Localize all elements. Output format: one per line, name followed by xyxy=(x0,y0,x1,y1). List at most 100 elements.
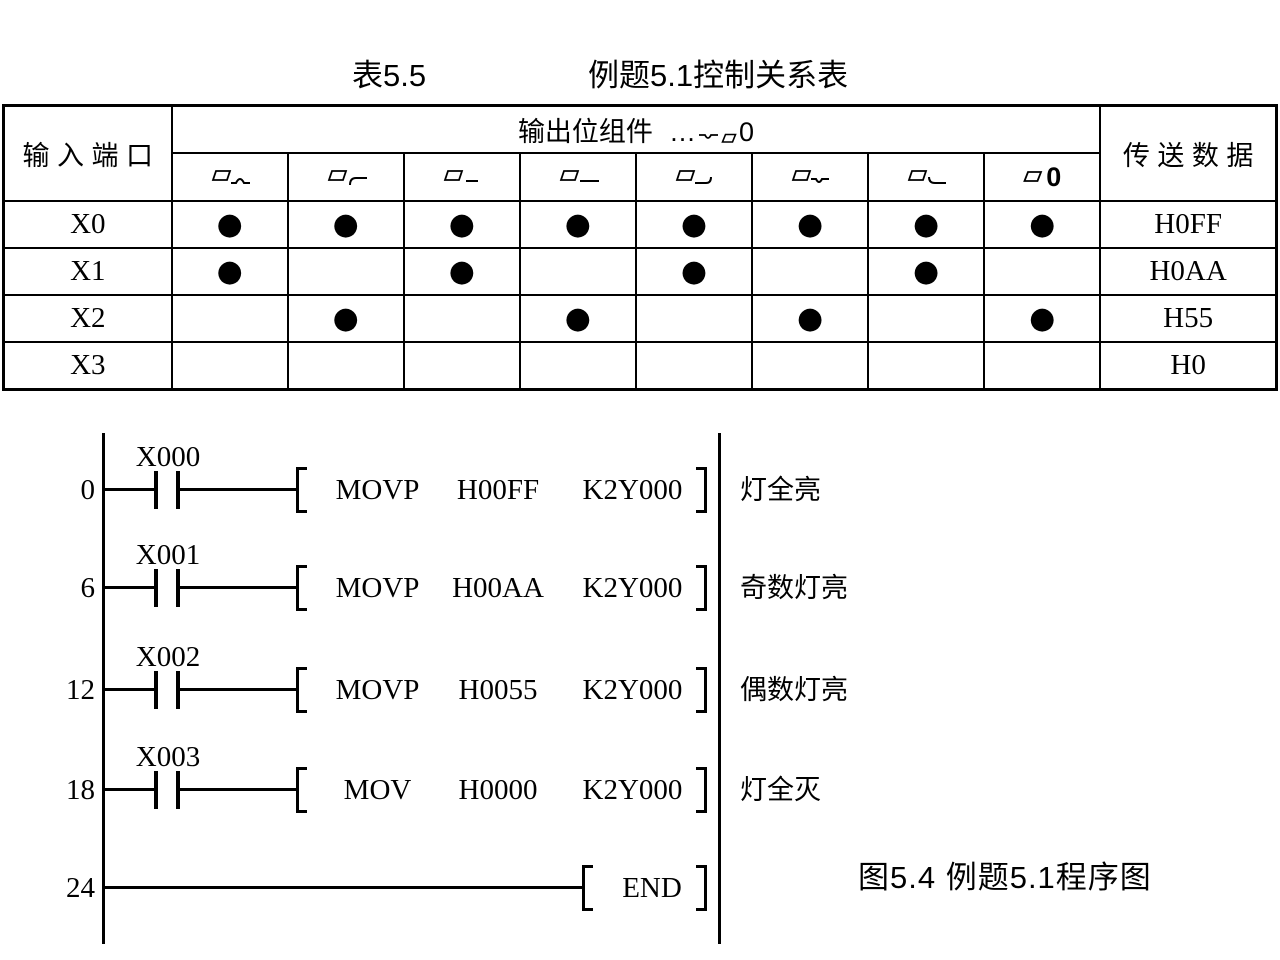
dot-cell xyxy=(751,247,870,296)
instruction-operand1: H00AA xyxy=(452,572,544,604)
dot-cell: ● xyxy=(634,200,754,249)
contact-label: X003 xyxy=(135,741,201,773)
contact-bar xyxy=(154,569,158,607)
table-row-x0: X0 ● ● ● ● ● ● ● ● H0FF xyxy=(2,200,1278,249)
step-number: 6 xyxy=(80,572,96,604)
table-row-x2: X2 ● ● ● ● H55 xyxy=(2,294,1278,343)
step-number: 0 xyxy=(80,474,96,506)
instruction-operand1: H00FF xyxy=(456,474,540,506)
contact-bar xyxy=(176,671,180,709)
step-number: 24 xyxy=(66,872,95,904)
dot-cell: ● xyxy=(983,294,1102,343)
rung-wire xyxy=(180,788,296,791)
table-row-x3: X3 H0 xyxy=(2,341,1278,391)
rung-wire xyxy=(102,586,154,589)
transfer-value: H0 xyxy=(1099,341,1278,391)
instruction-operand2: K2Y000 xyxy=(582,774,683,806)
bit1-glyph-icon xyxy=(907,170,947,184)
dot-cell xyxy=(402,341,521,391)
dot-cell: ● xyxy=(402,247,521,296)
rung-comment: 灯全灭 xyxy=(740,775,821,805)
contact-bar xyxy=(154,671,158,709)
transfer-value: H55 xyxy=(1099,294,1278,343)
close-bracket xyxy=(696,865,707,911)
instruction-operand1: H0000 xyxy=(458,774,538,806)
dot-cell: ● xyxy=(170,247,289,296)
rung-wire xyxy=(180,488,296,491)
instruction-operand1: H0055 xyxy=(458,674,538,706)
contact-bar xyxy=(176,771,180,809)
dot-cell xyxy=(867,294,986,343)
instruction-operand2: K2Y000 xyxy=(582,474,683,506)
contact-label: X002 xyxy=(135,641,201,673)
dot-cell: ● xyxy=(286,294,405,343)
contact-label: X001 xyxy=(135,539,201,571)
bit3-glyph-icon xyxy=(675,170,712,184)
open-bracket xyxy=(582,865,593,911)
row-label: X1 xyxy=(2,247,173,296)
rung-wire xyxy=(102,488,154,491)
row-label: X3 xyxy=(2,341,173,391)
transfer-value: H0AA xyxy=(1099,247,1278,296)
figure-caption: 图5.4 例题5.1程序图 xyxy=(858,860,1152,895)
bit5-glyph-icon xyxy=(443,170,478,182)
open-bracket xyxy=(296,667,307,713)
row-label: X0 xyxy=(2,200,173,249)
rung-comment: 灯全亮 xyxy=(740,475,821,505)
dot-cell: ● xyxy=(518,294,637,343)
dot-cell xyxy=(867,341,986,391)
step-number: 12 xyxy=(66,674,95,706)
dot-cell: ● xyxy=(751,200,870,249)
dot-cell: ● xyxy=(983,200,1102,249)
table-number: 表5.5 xyxy=(352,58,427,93)
dot-cell xyxy=(518,247,637,296)
bit0-digit: 0 xyxy=(738,117,754,147)
ellipsis-text: … xyxy=(668,117,696,147)
bit0-square-icon xyxy=(1023,171,1043,182)
instruction-op: MOVP xyxy=(335,474,420,506)
open-bracket xyxy=(296,767,307,813)
close-bracket xyxy=(696,667,707,713)
rung-wire xyxy=(102,788,154,791)
close-bracket xyxy=(696,767,707,813)
dot-cell xyxy=(402,294,521,343)
column-header-bit3 xyxy=(634,152,754,202)
transfer-value: H0FF xyxy=(1099,200,1278,249)
contact-bar xyxy=(154,471,158,509)
rung-wire xyxy=(180,586,296,589)
bit6-glyph-icon xyxy=(327,170,367,186)
dot-cell xyxy=(170,341,289,391)
table-title: 例题5.1控制关系表 xyxy=(588,58,849,93)
row-label: X2 xyxy=(2,294,173,343)
wave-dip-icon xyxy=(698,134,718,139)
dot-cell: ● xyxy=(634,247,754,296)
instruction-op: MOV xyxy=(343,774,412,806)
close-bracket xyxy=(696,565,707,611)
rung-comment: 奇数灯亮 xyxy=(740,573,848,603)
dot-cell xyxy=(286,341,405,391)
transfer-data-header: 传 送 数 据 xyxy=(1099,104,1278,202)
open-bracket xyxy=(296,467,307,513)
output-bits-header: 输出位组件 … 0 xyxy=(170,104,1102,154)
rung-wire xyxy=(102,886,582,889)
dot-cell xyxy=(170,294,289,343)
dot-cell xyxy=(751,341,870,391)
dot-cell xyxy=(634,341,754,391)
column-header-bit5 xyxy=(402,152,521,202)
rung-comment: 偶数灯亮 xyxy=(740,675,848,705)
bit7-glyph-icon xyxy=(211,170,250,184)
dot-cell: ● xyxy=(751,294,870,343)
dot-cell: ● xyxy=(402,200,521,249)
dot-cell: ● xyxy=(170,200,289,249)
input-port-header: 输 入 端 口 xyxy=(2,104,173,202)
rung-wire xyxy=(102,688,154,691)
contact-bar xyxy=(176,569,180,607)
column-header-bit7 xyxy=(170,152,289,202)
bit4-glyph-icon xyxy=(559,170,599,182)
control-relation-table: 输 入 端 口 输出位组件 … 0 传 送 数 据 xyxy=(2,104,1278,391)
dot-cell: ● xyxy=(867,247,986,296)
dot-cell: ● xyxy=(867,200,986,249)
column-header-bit1 xyxy=(867,152,986,202)
column-header-bit2 xyxy=(751,152,870,202)
